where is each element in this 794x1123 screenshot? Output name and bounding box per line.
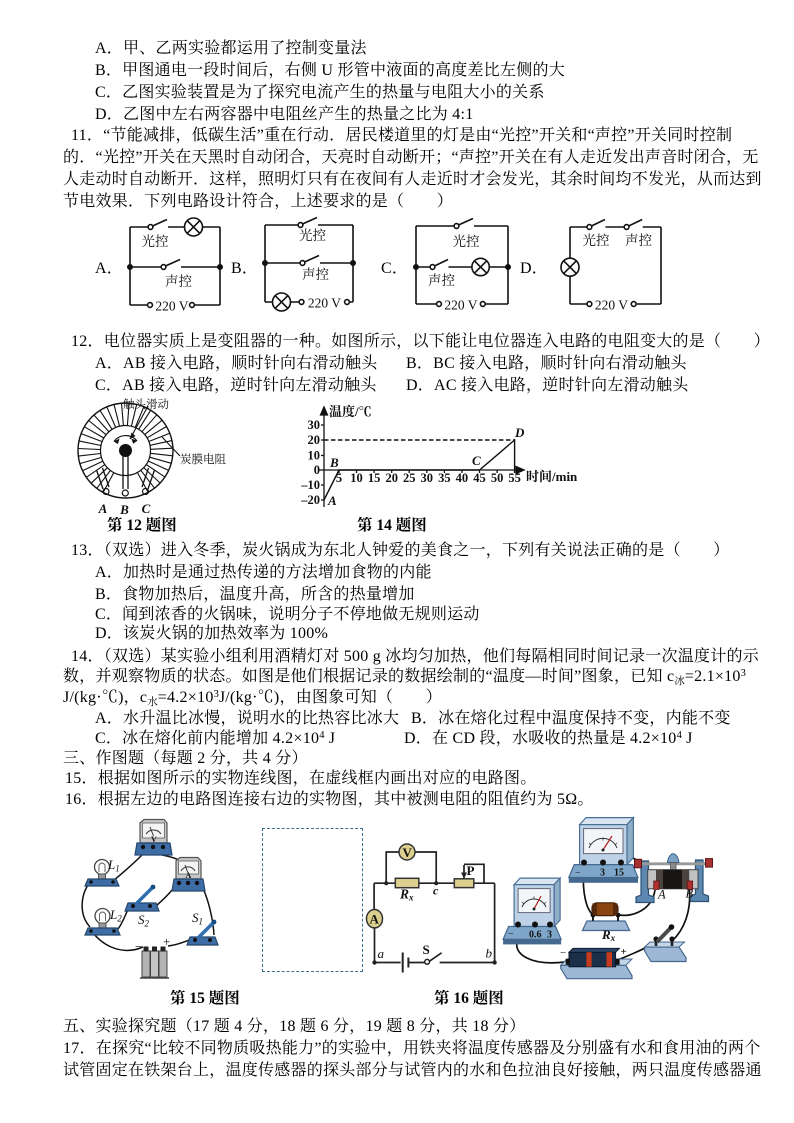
svg-text:c: c [433,884,439,898]
svg-text:光控: 光控 [453,233,480,249]
svg-text:–20: –20 [300,493,320,507]
svg-text:−: − [135,939,142,954]
svg-text:15: 15 [368,471,381,485]
svg-text:220 V: 220 V [308,296,341,311]
svg-text:温度/℃: 温度/℃ [329,404,372,419]
svg-text:30: 30 [421,471,434,485]
svg-text:220 V: 220 V [595,298,628,313]
svg-text:−: − [560,947,566,959]
svg-text:B: B [686,887,694,901]
svg-text:L1: L1 [107,857,120,874]
svg-text:20: 20 [385,471,398,485]
svg-text:220 V: 220 V [444,298,477,313]
svg-text:5: 5 [336,471,342,485]
svg-text:V: V [403,845,413,860]
svg-text:V: V [151,835,157,844]
svg-text:S: S [423,942,430,957]
svg-text:C: C [472,453,481,468]
svg-text:10: 10 [308,449,321,463]
svg-text:0: 0 [314,463,320,477]
svg-text:–10: –10 [300,478,320,492]
svg-text:−: − [575,868,581,879]
svg-text:−: − [508,929,514,940]
svg-text:L2: L2 [109,907,122,924]
svg-text:炭膜电阻: 炭膜电阻 [180,452,226,466]
svg-text:A: A [370,912,380,927]
svg-text:声控: 声控 [165,273,192,289]
svg-text:10: 10 [350,471,363,485]
svg-text:S2: S2 [138,912,150,929]
svg-text:A: A [327,493,337,508]
svg-text:光控: 光控 [299,227,326,243]
svg-text:P: P [467,863,475,878]
svg-text:55: 55 [508,471,520,485]
svg-text:+: + [163,934,170,949]
svg-text:声控: 声控 [625,232,653,248]
svg-text:光控: 光控 [583,232,611,248]
svg-text:D: D [514,425,525,440]
svg-text:A: A [657,888,666,902]
svg-text:15: 15 [614,868,624,879]
svg-text:a: a [378,946,385,961]
svg-text:25: 25 [403,471,416,485]
svg-text:声控: 声控 [428,272,455,288]
svg-text:S1: S1 [192,910,203,927]
svg-text:Rx: Rx [399,887,414,903]
svg-text:40: 40 [456,471,469,485]
svg-text:30: 30 [308,418,321,432]
svg-text:A: A [98,501,108,516]
svg-text:时间/min: 时间/min [526,469,578,484]
svg-text:0.6: 0.6 [529,930,542,941]
svg-text:光控: 光控 [142,233,169,249]
svg-text:声控: 声控 [302,266,329,282]
svg-text:3: 3 [547,930,552,941]
svg-text:3: 3 [600,868,605,879]
svg-text:触头滑动: 触头滑动 [123,397,169,411]
svg-text:B: B [119,502,129,517]
svg-text:220 V: 220 V [155,299,188,314]
svg-text:b: b [486,946,493,961]
svg-text:45: 45 [473,471,486,485]
svg-text:35: 35 [438,471,451,485]
svg-text:50: 50 [491,471,504,485]
svg-text:+: + [621,946,627,958]
svg-text:B: B [329,455,339,470]
svg-text:A: A [186,871,192,880]
svg-text:20: 20 [308,433,321,447]
svg-text:C: C [142,501,151,516]
